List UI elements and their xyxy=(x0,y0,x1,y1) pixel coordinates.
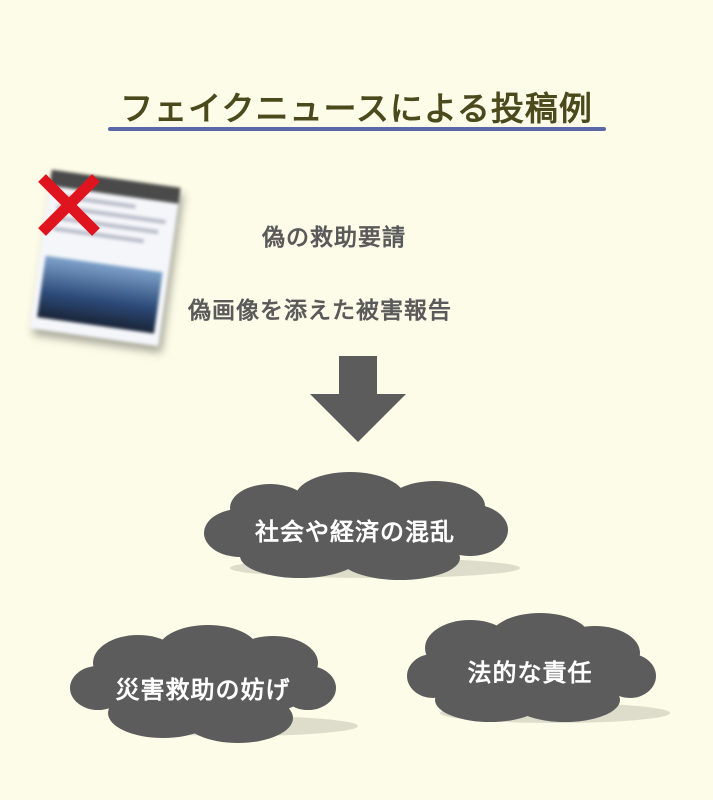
cross-icon xyxy=(38,174,100,236)
consequence-right: 法的な責任 xyxy=(467,659,593,687)
example-fake-damage-report: 偽画像を添えた被害報告 xyxy=(188,298,452,324)
cloud-legal-liability: 法的な責任 xyxy=(405,608,670,733)
page-title: フェイクニュースによる投稿例 xyxy=(120,89,593,128)
example-fake-rescue: 偽の救助要請 xyxy=(262,225,406,251)
consequence-left: 災害救助の妨げ xyxy=(115,676,291,704)
title-underline xyxy=(108,127,606,131)
down-arrow-icon xyxy=(310,356,406,442)
consequence-main: 社会や経済の混乱 xyxy=(255,518,455,546)
cloud-social-economic-chaos: 社会や経済の混乱 xyxy=(200,468,520,588)
cloud-rescue-hindrance: 災害救助の妨げ xyxy=(68,618,358,748)
